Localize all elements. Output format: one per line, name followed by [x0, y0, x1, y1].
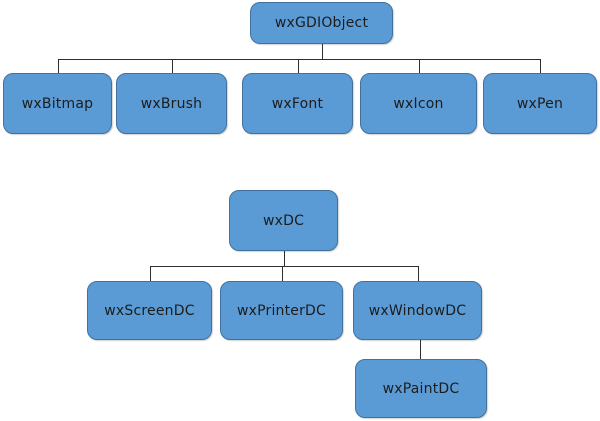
class-node-wxGDIObject: wxGDIObject — [250, 2, 393, 44]
class-node-wxIcon: wxIcon — [360, 73, 477, 134]
connector-stem-wxGDIObject — [322, 44, 323, 59]
connector-wxGDIObject-wxBitmap — [58, 59, 59, 73]
connector-stem-wxDC — [284, 251, 285, 266]
class-node-wxPaintDC: wxPaintDC — [355, 359, 487, 418]
connector-bus-wxDC — [150, 266, 418, 267]
class-node-wxScreenDC: wxScreenDC — [87, 281, 212, 340]
class-node-wxDC: wxDC — [229, 190, 338, 251]
connector-wxGDIObject-wxPen — [540, 59, 541, 73]
class-node-wxWindowDC: wxWindowDC — [353, 281, 482, 340]
connector-wxDC-wxScreenDC — [150, 266, 151, 281]
connector-wxGDIObject-wxBrush — [172, 59, 173, 73]
connector-wxGDIObject-wxIcon — [419, 59, 420, 73]
connector-wxGDIObject-wxFont — [298, 59, 299, 73]
class-node-wxBrush: wxBrush — [116, 73, 227, 134]
class-node-wxFont: wxFont — [242, 73, 353, 134]
class-node-wxBitmap: wxBitmap — [3, 73, 112, 134]
connector-wxWindowDC-wxPaintDC — [420, 340, 421, 359]
connector-bus-wxGDIObject — [58, 59, 540, 60]
connector-wxDC-wxPrinterDC — [282, 266, 283, 281]
connector-wxDC-wxWindowDC — [418, 266, 419, 281]
class-node-wxPrinterDC: wxPrinterDC — [220, 281, 343, 340]
class-node-wxPen: wxPen — [483, 73, 597, 134]
